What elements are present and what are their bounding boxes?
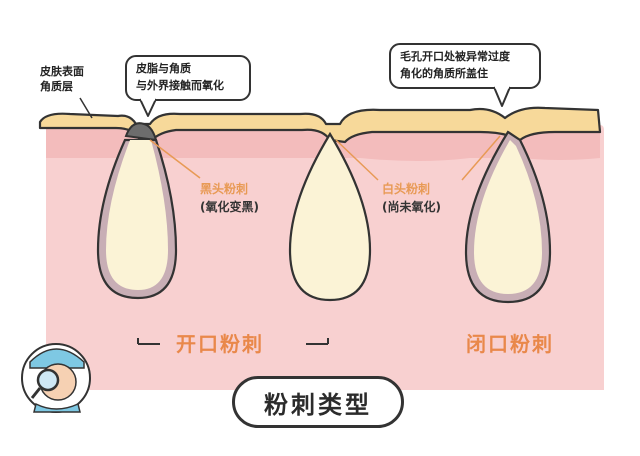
- follicle-middle: [288, 131, 372, 302]
- label-open-comedo: 开口粉刺: [176, 332, 264, 356]
- bubble-right-tail: [493, 86, 511, 107]
- bubble-right-line2: 角化的角质所盖住: [400, 67, 488, 80]
- label-closed-comedo: 闭口粉刺: [466, 332, 554, 356]
- follicle-right-core: [474, 140, 542, 294]
- pointer-whitehead-left: [335, 139, 379, 181]
- bubble-right-line1: 毛孔开口处被异常过度: [400, 50, 510, 63]
- pointer-keratin: [79, 97, 93, 119]
- doctor-magnifier-icon: [21, 343, 91, 413]
- page-title: 粉刺类型: [264, 390, 372, 419]
- label-keratin-layer: 角质层: [40, 80, 73, 93]
- bubble-left-line1: 皮脂与角质: [136, 62, 191, 75]
- blackhead-plug: [124, 122, 158, 142]
- label-whitehead-note: (尚未氧化): [382, 200, 441, 214]
- title-box: 粉刺类型: [232, 376, 404, 428]
- bubble-left: [125, 55, 251, 101]
- bubble-left-tail: [139, 98, 157, 117]
- keratin-layer: [38, 106, 602, 144]
- label-whitehead: 白头粉刺: [382, 182, 431, 196]
- label-blackhead-note: (氧化变黑): [200, 200, 259, 214]
- label-blackhead: 黑头粉刺: [200, 182, 249, 196]
- follicle-left-core: [106, 140, 168, 290]
- bubble-right: [389, 43, 541, 89]
- bubble-left-line2: 与外界接触而氧化: [136, 79, 224, 92]
- pointer-whitehead-right: [461, 135, 501, 181]
- pointer-blackhead: [149, 139, 201, 179]
- label-skin-surface: 皮肤表面: [40, 65, 84, 78]
